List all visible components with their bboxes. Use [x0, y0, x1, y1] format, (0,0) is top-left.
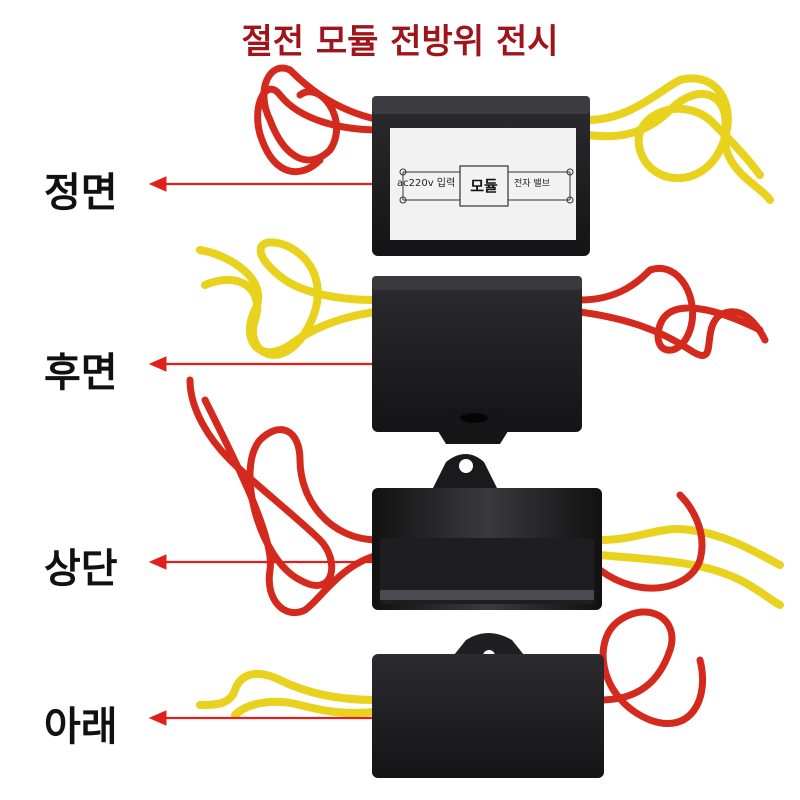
pointer-arrows — [148, 176, 372, 726]
yellow-wires-front — [584, 74, 774, 204]
red-wires-bottom — [596, 608, 707, 728]
bottom-view-module — [196, 608, 707, 778]
view-label-top: 상단 — [44, 546, 118, 592]
yellow-wires-back — [196, 238, 379, 359]
sticker-output-label: 전자 밸브 — [514, 178, 550, 189]
red-wires-top — [186, 376, 382, 617]
red-wires-front — [254, 64, 384, 176]
red-wires-back — [576, 264, 769, 359]
top-view-module — [186, 376, 784, 617]
view-label-bottom: 아래 — [44, 704, 118, 750]
page-title: 절전 모듈 전방위 전시 — [241, 22, 559, 62]
arrow-front-head — [148, 176, 167, 192]
sticker-module-label: 모듈 — [470, 177, 498, 195]
view-label-back: 후면 — [44, 350, 118, 396]
arrow-bottom-head — [148, 710, 167, 726]
yellow-wires-top — [596, 525, 784, 609]
sticker-input-label: ac220v 입력 — [397, 176, 455, 189]
yellow-wires-bottom — [196, 669, 379, 719]
back-view-module — [196, 238, 769, 444]
red-wires-top-right — [596, 491, 706, 592]
view-label-front: 정면 — [44, 170, 118, 216]
arrow-back-head — [148, 356, 167, 372]
front-view-module: ac220v 입력 모듈 전자 밸브 — [254, 64, 774, 256]
arrow-top-head — [148, 554, 167, 570]
